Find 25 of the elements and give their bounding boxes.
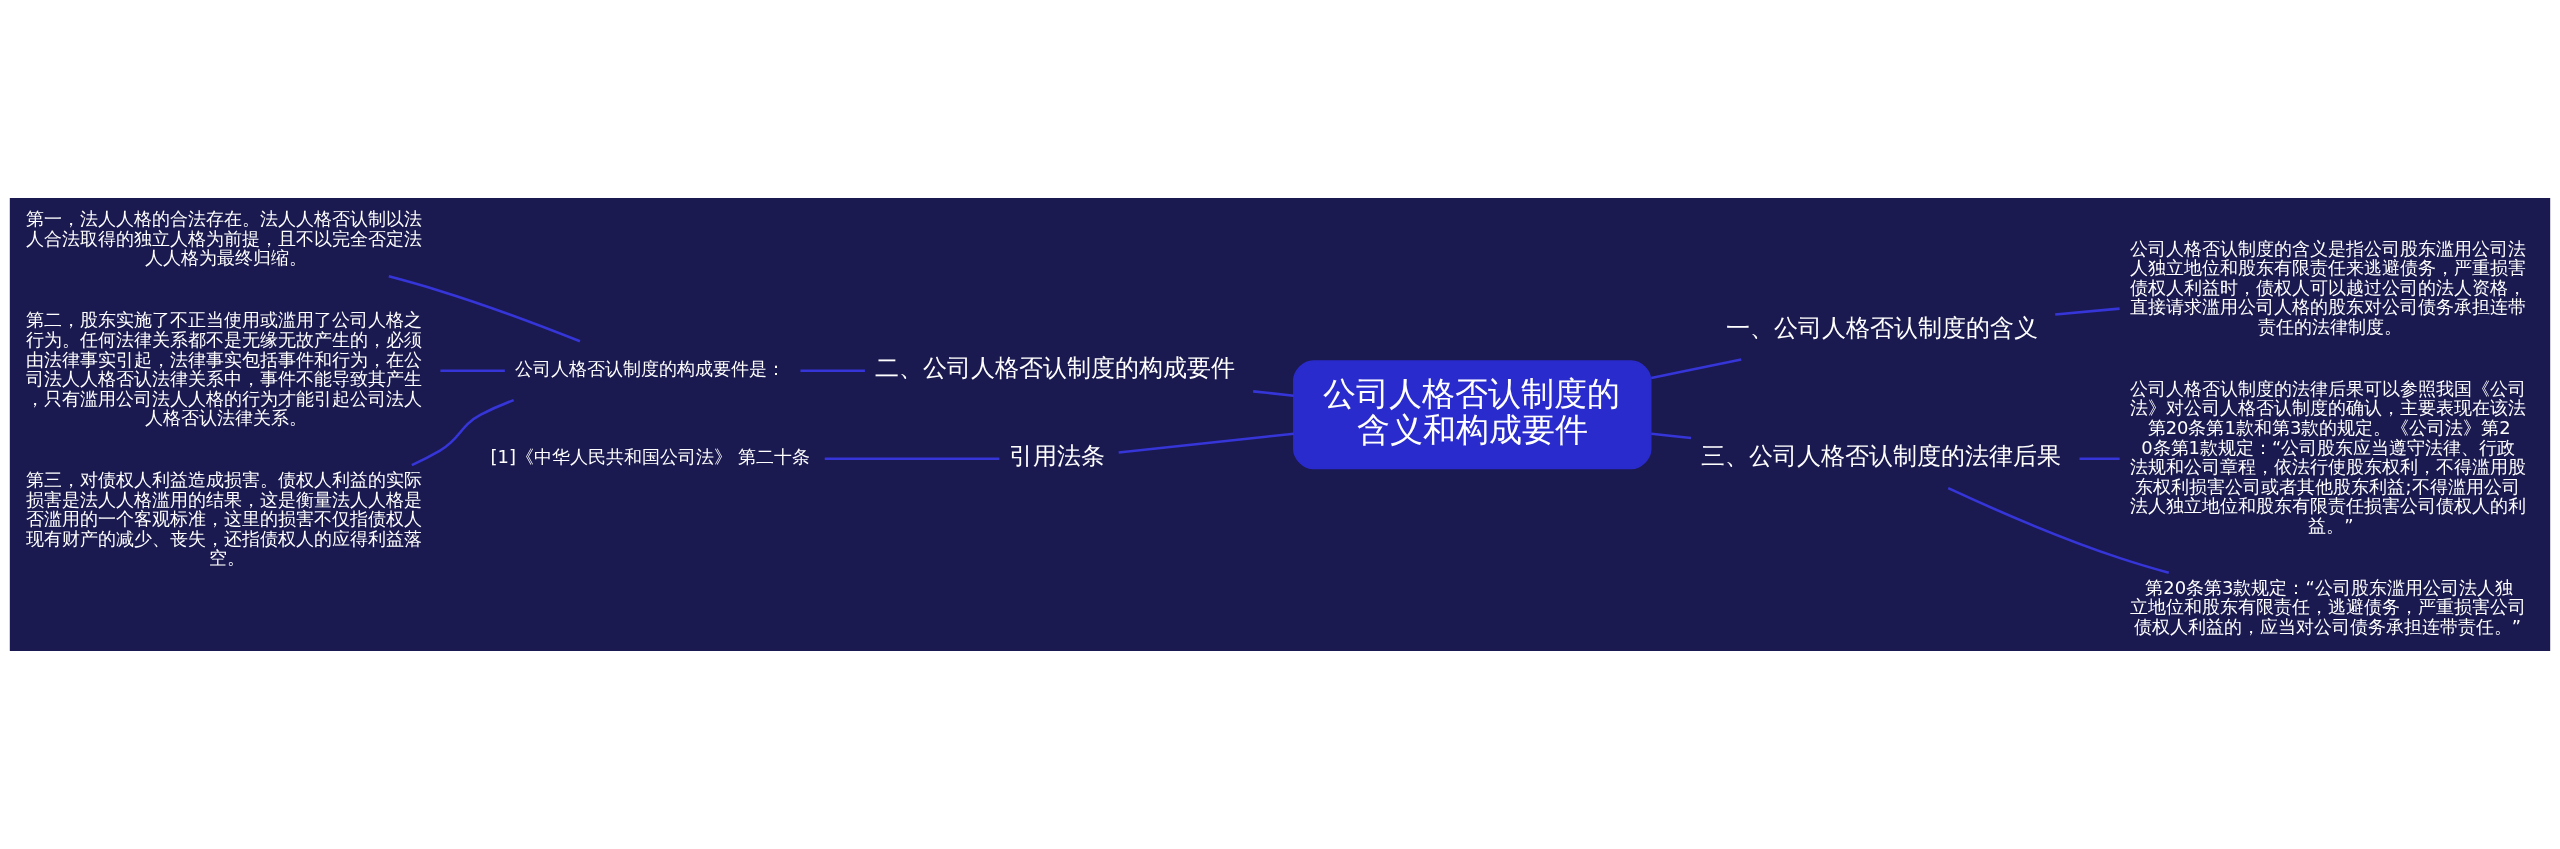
connector <box>411 398 515 467</box>
connector <box>1651 432 1692 440</box>
connector <box>824 457 1000 461</box>
node-text: 第三，对债权人利益造成损害。债权人利益的实际损害是法人人格滥用的结果，这是衡量法人人格是否滥用的一个客观标准，这里的损害不仅指债权人现有财产的减少、丧失，还指债权人的应得利益落空。 <box>26 469 423 569</box>
connector <box>1253 390 1294 397</box>
connector <box>388 275 581 343</box>
connector <box>1947 487 2170 574</box>
node-text: [1]《中华人民共和国公司法》 第二十条 <box>490 446 810 468</box>
node-text: 公司人格否认制度的含义是指公司股东滥用公司法人独立地位和股东有限责任来逃避债务，严重损害债权人利益时，债权人可以越过公司的法人资格，直接请求滥用公司人格的股东对公司债务承担连带责任的法律制度。 <box>2129 237 2526 337</box>
connector <box>2079 457 2120 461</box>
connector <box>800 369 865 373</box>
connector <box>1651 358 1742 380</box>
node-text: 第二，股东实施了不正当使用或滥用了公司人格之行为。任何法律关系都不是无缘无故产生的，必须由法律事实引起，法律事实包括事件和行为，在公司法人人格否认法律关系中，事件不能导致其产生，只有滥用公司法人人格的行为才能引起公司法人人格否认法律关系。 <box>26 309 423 429</box>
node-text: 二、公司人格否认制度的构成要件 <box>875 353 1236 383</box>
node-text: 一、公司人格否认制度的含义 <box>1725 312 2038 342</box>
node-text: 第一，法人人格的合法存在。法人人格否认制以法人合法取得的独立人格为前提，且不以完全否定法人人格为最终归缩。 <box>26 208 423 269</box>
connector <box>2055 307 2120 316</box>
node-box: 公司人格否认制度的含义和构成要件 <box>1293 360 1652 470</box>
node-text: 引用法条 <box>1009 441 1106 471</box>
node-text: 三、公司人格否认制度的法律后果 <box>1701 441 2062 471</box>
connector <box>1118 432 1294 454</box>
node-text: 公司人格否认制度的法律后果可以参照我国《公司法》对公司人格否认制度的确认，主要表现在该法第20条第1款和第3款的规定。《公司法》第20条第1款规定：“公司股东应当遵守法律、行政法规和公司章程，依法行使股东权利，不得滥用股东权利损害公司或者其他股东利益;不得滥用公司法人独立地位和股东有限责任损害公司债权人的利益。” <box>2129 377 2526 536</box>
connector <box>440 369 505 373</box>
node-text: 公司人格否认制度的构成要件是： <box>514 358 785 380</box>
node-text: 第20条第3款规定：“公司股东滥用公司法人独立地位和股东有限责任，逃避债务，严重损害公司债权人利益的，应当对公司债务承担连带责任。” <box>2129 576 2526 637</box>
